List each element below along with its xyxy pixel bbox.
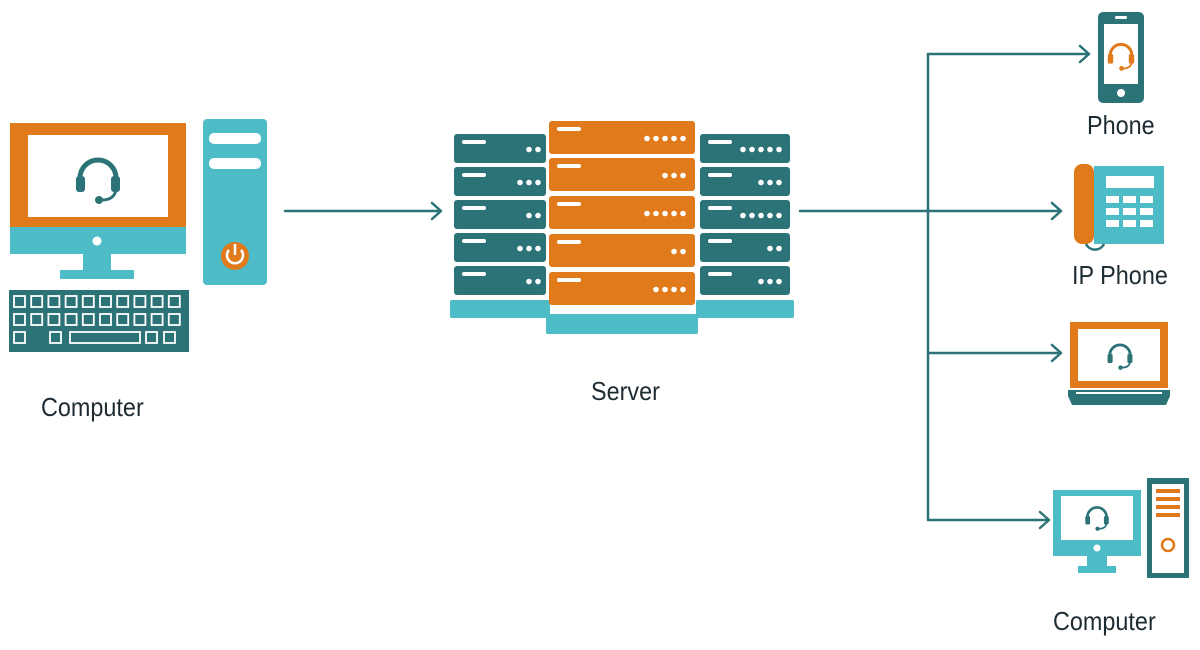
- rack-unit: [549, 196, 695, 229]
- connection-lines: [283, 44, 1091, 530]
- rack-unit: [549, 272, 695, 305]
- keyboard-icon: [9, 290, 189, 352]
- source-computer-node: [9, 119, 267, 352]
- rack-unit: [549, 158, 695, 191]
- rack-unit: [549, 234, 695, 267]
- monitor-icon: [10, 123, 186, 279]
- rack-unit: [454, 167, 546, 196]
- smartphone-icon: [1098, 12, 1144, 103]
- tower-icon: [1147, 478, 1189, 578]
- dest-computer-node: [1053, 478, 1189, 578]
- laptop-node: [1068, 322, 1170, 405]
- dest-computer-label: Computer: [1053, 606, 1156, 636]
- source-computer-label: Computer: [41, 392, 144, 422]
- rack-unit: [700, 167, 790, 196]
- edge-to-dest-computer: [926, 510, 1051, 530]
- rack-unit: [700, 266, 790, 295]
- tower-icon: [203, 119, 267, 285]
- edge-to-phone: [926, 44, 1091, 64]
- ip-phone-node: [1074, 164, 1164, 251]
- server-label: Server: [591, 376, 660, 406]
- rack-unit: [700, 200, 790, 229]
- rack-unit: [454, 233, 546, 262]
- rack-unit: [700, 134, 790, 163]
- monitor-icon: [1053, 490, 1141, 573]
- edge-to-ip-phone: [926, 201, 1063, 221]
- laptop-icon: [1068, 322, 1170, 405]
- rack-unit: [700, 233, 790, 262]
- power-icon: [221, 242, 249, 270]
- edge-to-laptop: [926, 343, 1063, 363]
- rack-unit: [454, 200, 546, 229]
- rack-unit: [549, 121, 695, 154]
- rack-unit: [454, 134, 546, 163]
- server-rack-icon: [450, 121, 794, 334]
- ip-phone-label: IP Phone: [1072, 260, 1168, 290]
- server-node: [450, 121, 794, 334]
- edge-computer-to-server: [283, 201, 443, 221]
- desk-phone-icon: [1074, 164, 1164, 251]
- phone-label: Phone: [1087, 110, 1155, 140]
- rack-unit: [454, 266, 546, 295]
- phone-node: [1098, 12, 1144, 103]
